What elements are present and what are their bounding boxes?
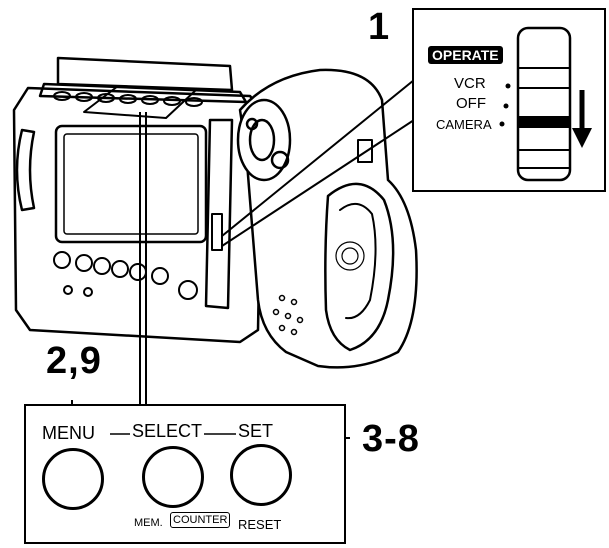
set-button[interactable] [230,444,292,506]
step-1-label: 1 [368,6,391,48]
operate-label: OPERATE [428,46,503,64]
step-3-8-label: 3-8 [362,418,420,460]
panel-connectors [110,433,236,435]
select-button[interactable] [142,446,204,508]
set-label: SET [238,421,274,441]
menu-button[interactable] [42,448,104,510]
menu-label: MENU [42,423,95,443]
counter-label: COUNTER [170,512,231,528]
reset-label: RESET [238,517,282,532]
switch-position-camera: CAMERA [436,117,492,132]
control-panel-inset: MENU SELECT SET MEM. COUNTER RESET [24,404,346,544]
mem-label: MEM. [134,517,163,529]
operate-slider-graphic [499,26,592,182]
switch-position-vcr: VCR [454,75,486,92]
step-2-9-label: 2,9 [46,340,102,382]
operate-switch-inset: OPERATE VCR OFF CAMERA [412,8,606,192]
select-label: SELECT [132,421,203,441]
switch-position-off: OFF [456,95,486,112]
